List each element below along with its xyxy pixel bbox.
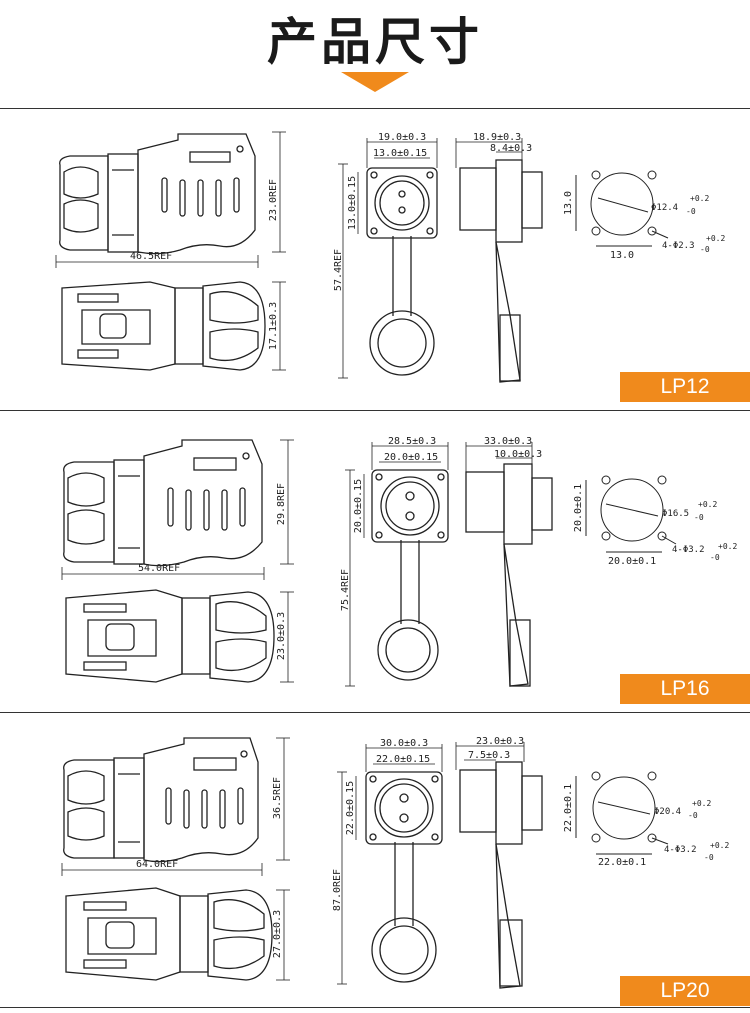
model-tag: LP20 [620, 976, 750, 1006]
dim-plug-length: 46.5REF [130, 251, 172, 262]
dim-screw-holes: 4-Φ3.2 [664, 845, 697, 855]
dim-panel-cut: Φ12.4 [651, 203, 678, 213]
divider [0, 1007, 750, 1008]
divider [0, 712, 750, 713]
plug-top-view [61, 281, 266, 371]
dim-plug-width: 23.0±0.3 [276, 612, 287, 660]
dim-flange-side: 13.0±0.15 [347, 176, 358, 230]
section-lp20: 64.0REF 36.5REF 27.0±0.3 30.0±0.3 [0, 714, 750, 1013]
socket-side-view [459, 159, 543, 383]
dim-hole-pitch-h: 13.0 [610, 250, 634, 261]
dim-side-depth: 33.0±0.3 [484, 436, 532, 447]
dim-flange-inner: 20.0±0.15 [384, 452, 438, 463]
plug-side-view [59, 133, 256, 255]
dim-plug-length: 54.0REF [138, 563, 180, 574]
dim-flange-side: 20.0±0.15 [353, 479, 364, 533]
divider [0, 108, 750, 109]
dim-screw-tol-up: +0.2 [718, 542, 737, 551]
socket-front-view [365, 771, 443, 983]
plug-side-view [63, 439, 263, 567]
socket-front-view [371, 469, 449, 681]
dim-plug-height: 36.5REF [272, 777, 283, 819]
dim-total-height: 57.4REF [333, 249, 344, 291]
socket-front-view [366, 167, 438, 376]
dim-panel-cut-tol-dn: -0 [694, 513, 704, 522]
dim-flange-outer: 28.5±0.3 [388, 436, 436, 447]
dim-flange-inner: 22.0±0.15 [376, 754, 430, 765]
dim-flange-inner: 13.0±0.15 [373, 148, 427, 159]
socket-dims [337, 742, 525, 985]
dim-panel-cut-tol-up: +0.2 [690, 194, 709, 203]
plug-dims [55, 131, 286, 371]
page-title: 产品尺寸 [267, 13, 483, 71]
dim-plug-height: 29.8REF [276, 483, 287, 525]
dim-panel-cut-tol-dn: -0 [686, 207, 696, 216]
dim-side-thread: 10.0±0.3 [494, 449, 542, 460]
plug-side-view [63, 737, 259, 863]
down-arrow-icon [341, 72, 409, 92]
dim-hole-pitch-v: 20.0±0.1 [573, 484, 584, 532]
plug-dims [61, 439, 294, 683]
dim-hole-pitch-h: 22.0±0.1 [598, 857, 646, 868]
dim-panel-cut-tol-up: +0.2 [698, 500, 717, 509]
dim-hole-pitch-h: 20.0±0.1 [608, 556, 656, 567]
panel-cutout [575, 771, 669, 855]
panel-cutout [575, 170, 669, 247]
dim-hole-pitch-v: 22.0±0.1 [563, 784, 574, 832]
plug-top-view [65, 589, 275, 683]
dim-hole-pitch-v: 13.0 [563, 191, 574, 215]
socket-side-view [459, 761, 543, 989]
socket-dims [338, 138, 523, 379]
model-tag: LP16 [620, 674, 750, 704]
dim-screw-tol-up: +0.2 [706, 234, 725, 243]
dim-flange-outer: 30.0±0.3 [380, 738, 428, 749]
dim-screw-holes: 4-Φ2.3 [662, 241, 695, 251]
model-tag: LP12 [620, 372, 750, 402]
dim-panel-cut: Φ20.4 [654, 807, 681, 817]
divider [0, 410, 750, 411]
lp12-drawing: 46.5REF 23.0REF 17.1±0.3 19. [55, 131, 725, 383]
dim-side-thread: 7.5±0.3 [468, 750, 510, 761]
dim-panel-cut: Φ16.5 [662, 509, 689, 519]
dim-flange-side: 22.0±0.15 [345, 781, 356, 835]
plug-dims [61, 737, 290, 981]
dim-plug-width: 17.1±0.3 [268, 302, 279, 350]
section-lp12: 46.5REF 23.0REF 17.1±0.3 19. [0, 110, 750, 402]
socket-dims [345, 442, 533, 687]
dim-side-depth: 23.0±0.3 [476, 736, 524, 747]
dim-flange-outer: 19.0±0.3 [378, 132, 426, 143]
lp16-drawing: 54.0REF 29.8REF 23.0±0.3 28.5±0.3 [61, 436, 737, 687]
dim-total-height: 75.4REF [340, 569, 351, 611]
dim-panel-cut-tol-dn: -0 [688, 811, 698, 820]
socket-side-view [465, 463, 553, 687]
plug-top-view [65, 887, 273, 981]
page-header: 产品尺寸 [0, 0, 750, 108]
dim-total-height: 87.0REF [332, 869, 343, 911]
lp20-drawing: 64.0REF 36.5REF 27.0±0.3 30.0±0.3 [61, 736, 729, 989]
dim-plug-length: 64.0REF [136, 859, 178, 870]
dim-screw-tol-dn: -0 [700, 245, 710, 254]
dim-screw-tol-dn: -0 [704, 853, 714, 862]
dim-screw-tol-dn: -0 [710, 553, 720, 562]
dim-screw-holes: 4-Φ3.2 [672, 545, 705, 555]
dim-plug-height: 23.0REF [268, 179, 279, 221]
dim-screw-tol-up: +0.2 [710, 841, 729, 850]
dim-side-thread: 8.4±0.3 [490, 143, 532, 154]
dim-plug-width: 27.0±0.3 [272, 910, 283, 958]
section-lp16: 54.0REF 29.8REF 23.0±0.3 28.5±0.3 [0, 412, 750, 704]
dim-panel-cut-tol-up: +0.2 [692, 799, 711, 808]
panel-cutout [585, 475, 677, 553]
dim-side-depth: 18.9±0.3 [473, 132, 521, 143]
